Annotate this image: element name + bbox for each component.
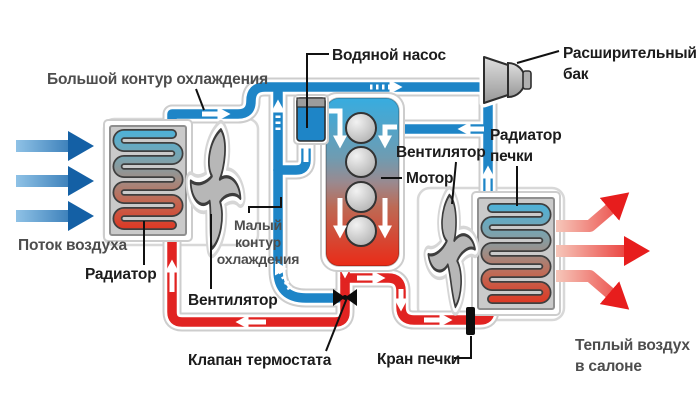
leader-big-circuit bbox=[195, 88, 205, 111]
label-small-circuit-3: охлаждения bbox=[217, 251, 300, 267]
label-warm-air-2: в салоне bbox=[575, 358, 642, 375]
engine-cylinder bbox=[345, 146, 377, 178]
label-heater-radiator-2: печки bbox=[490, 148, 533, 165]
label-air-flow: Поток воздуха bbox=[18, 237, 127, 254]
heater-radiator bbox=[471, 191, 561, 316]
label-big-circuit: Большой контур охлаждения bbox=[47, 71, 268, 88]
label-expansion-tank: Расширительный bbox=[563, 45, 697, 62]
expansion-tank bbox=[479, 52, 532, 108]
label-expansion-tank-2: бак bbox=[563, 66, 589, 83]
label-heater-radiator: Радиатор bbox=[490, 127, 561, 144]
label-thermostat-valve: Клапан термостата bbox=[188, 352, 332, 369]
label-warm-air: Теплый воздух bbox=[575, 337, 690, 354]
engine-cylinder bbox=[345, 112, 377, 144]
engine-cylinder bbox=[345, 215, 377, 247]
leader-heater-valve bbox=[454, 336, 472, 359]
leader-fan-right bbox=[451, 161, 457, 205]
radiator bbox=[103, 119, 193, 242]
label-fan-right: Вентилятор bbox=[396, 144, 486, 161]
engine-block bbox=[320, 92, 405, 272]
labels: Большой контур охлаждения Водяной насос … bbox=[18, 45, 697, 375]
engine-cylinder bbox=[345, 181, 377, 213]
warm-air-arrows bbox=[556, 192, 650, 310]
label-engine: Мотор bbox=[406, 170, 453, 187]
label-radiator: Радиатор bbox=[85, 266, 156, 283]
leader-thermostat bbox=[325, 297, 348, 352]
label-small-circuit-2: контур bbox=[235, 234, 281, 250]
engine-flow-arrows bbox=[328, 108, 397, 239]
leader-lines bbox=[143, 50, 560, 359]
cooling-fan-right bbox=[424, 190, 478, 313]
label-small-circuit: Малый bbox=[234, 217, 282, 233]
water-pump bbox=[293, 94, 329, 145]
label-fan-left: Вентилятор bbox=[188, 292, 278, 309]
leader-expansion-tank bbox=[516, 50, 560, 64]
leader-small-circuit bbox=[248, 197, 282, 213]
cold-air-arrows bbox=[16, 131, 94, 231]
label-water-pump: Водяной насос bbox=[332, 47, 446, 64]
heater-valve bbox=[466, 307, 475, 335]
leader-water-pump bbox=[306, 53, 329, 128]
label-heater-valve: Кран печки bbox=[377, 351, 460, 368]
